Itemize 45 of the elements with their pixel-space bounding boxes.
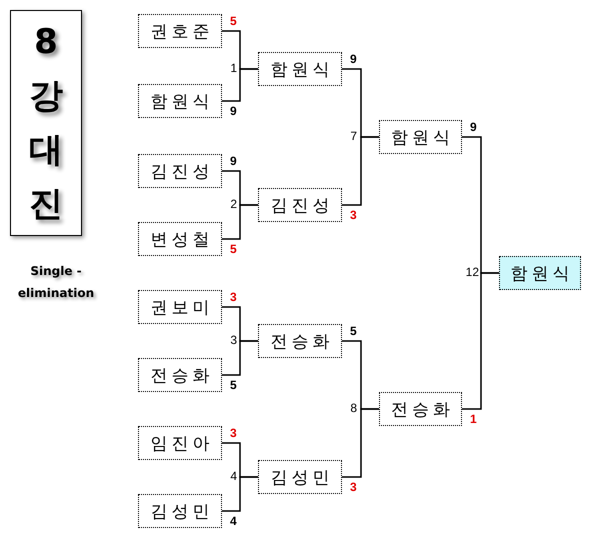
player-box: 변성철: [138, 222, 222, 256]
player-box: 김진성: [258, 188, 342, 222]
player-box: 전승화: [258, 324, 342, 358]
score: 9: [230, 104, 237, 118]
player-box: 임진아: [138, 426, 222, 460]
player-box: 전승화: [138, 358, 222, 392]
score: 5: [230, 14, 237, 28]
score: 9: [230, 154, 237, 168]
match-number: 3: [230, 333, 237, 347]
player-box: 함원식: [258, 52, 342, 86]
player-box: 김진성: [138, 154, 222, 188]
score: 9: [470, 120, 477, 134]
bracket-line: [342, 136, 379, 206]
player-box: 김성민: [258, 460, 342, 494]
score: 9: [350, 52, 357, 66]
match-number: 2: [230, 197, 237, 211]
score: 4: [230, 514, 237, 528]
match-number: 12: [466, 265, 479, 279]
subtitle: Single - elimination: [16, 263, 96, 302]
bracket-line: [222, 204, 258, 240]
player-box: 권호준: [138, 14, 222, 48]
score: 3: [350, 480, 357, 494]
bracket-line: [462, 272, 499, 410]
player-box: 권보미: [138, 290, 222, 324]
score: 5: [230, 378, 237, 392]
score: 3: [350, 208, 357, 222]
match-number: 7: [350, 129, 357, 143]
match-number: 8: [350, 401, 357, 415]
player-box: 김성민: [138, 494, 222, 528]
bracket-line: [222, 68, 258, 102]
bracket-line: [222, 340, 258, 376]
bracket-line: [222, 476, 258, 512]
match-number: 4: [230, 469, 237, 483]
score: 5: [230, 242, 237, 256]
player-box: 함원식: [138, 84, 222, 118]
score: 3: [230, 290, 237, 304]
player-box: 전승화: [379, 392, 462, 426]
score: 5: [350, 324, 357, 338]
score: 1: [470, 412, 477, 426]
match-number: 1: [230, 61, 237, 75]
score: 3: [230, 426, 237, 440]
title-box: 8강대진: [10, 10, 82, 236]
player-box: 함원식: [379, 120, 462, 154]
winner-box: 함원식: [499, 256, 581, 290]
bracket-line: [342, 408, 379, 478]
